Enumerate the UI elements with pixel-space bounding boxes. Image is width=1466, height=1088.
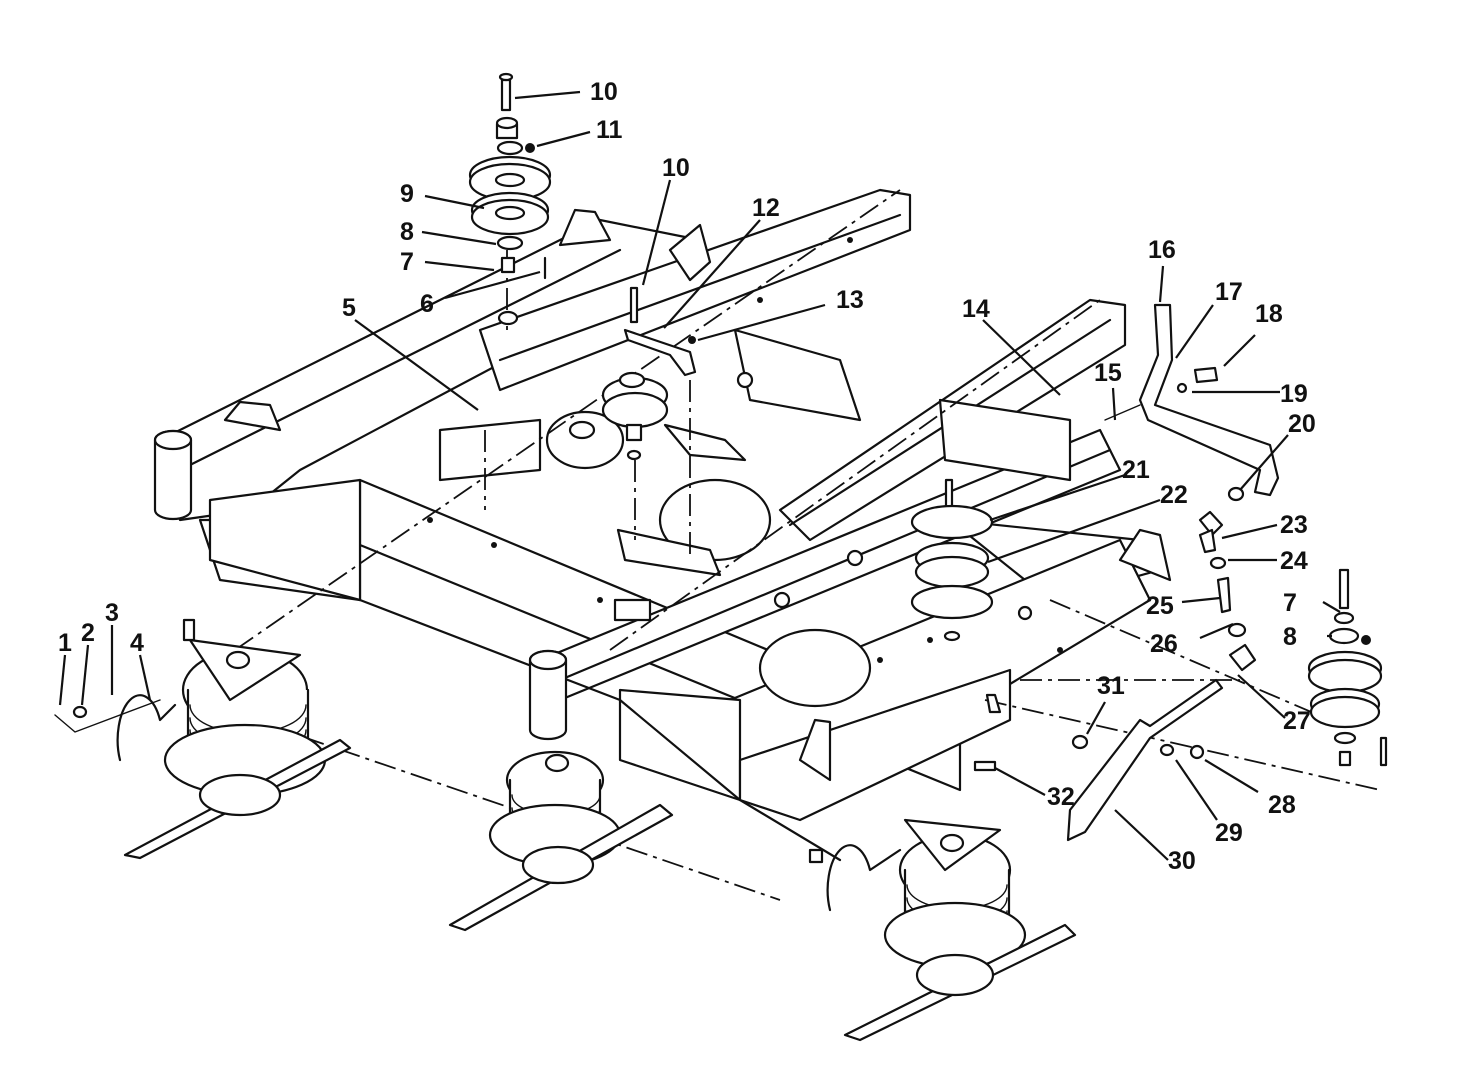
callout-7-right: 7	[1283, 589, 1297, 617]
callout-6: 6	[420, 290, 434, 318]
left-spindle-blade	[54, 618, 352, 860]
callout-31: 31	[1097, 672, 1125, 700]
height-adjust-lever	[973, 303, 1280, 842]
callout-24: 24	[1280, 547, 1308, 575]
callout-19: 19	[1280, 380, 1308, 408]
callout-3: 3	[105, 599, 119, 627]
callout-5: 5	[342, 294, 356, 322]
deck-frame	[153, 188, 1172, 862]
right-idler-pulley	[910, 478, 994, 642]
right-spindle-blade	[808, 818, 1077, 1042]
callout-8-right: 8	[1283, 623, 1297, 651]
callout-17: 17	[1215, 278, 1243, 306]
callout-10-center: 10	[662, 154, 690, 182]
center-lines	[194, 189, 1381, 901]
callout-25: 25	[1146, 592, 1174, 620]
center-idler-pulley	[601, 286, 697, 461]
callout-18: 18	[1255, 300, 1283, 328]
callout-labels: 1 2 3 4 5 6 7 8 9 10 10 11 12 13 14 15 1…	[58, 78, 1316, 875]
callout-23: 23	[1280, 511, 1308, 539]
callout-14: 14	[962, 295, 990, 323]
callout-32: 32	[1047, 783, 1075, 811]
callout-4: 4	[130, 629, 144, 657]
callout-9: 9	[400, 180, 414, 208]
callout-leaders	[58, 90, 1341, 861]
callout-26: 26	[1150, 630, 1178, 658]
callout-22: 22	[1160, 481, 1188, 509]
callout-10-top: 10	[590, 78, 618, 106]
callout-28: 28	[1268, 791, 1296, 819]
callout-29: 29	[1215, 819, 1243, 847]
callout-1: 1	[58, 629, 72, 657]
callout-16: 16	[1148, 236, 1176, 264]
callout-7: 7	[400, 248, 414, 276]
callout-27: 27	[1283, 707, 1311, 735]
center-spindle-blade	[448, 750, 674, 932]
callout-8: 8	[400, 218, 414, 246]
callout-2: 2	[81, 619, 95, 647]
callout-12: 12	[752, 194, 780, 222]
callout-13: 13	[836, 286, 864, 314]
right-pulley-assembly	[1307, 568, 1388, 767]
callout-15: 15	[1094, 359, 1122, 387]
top-pulley-assembly	[468, 72, 552, 326]
callout-21: 21	[1122, 456, 1150, 484]
callout-30: 30	[1168, 847, 1196, 875]
callout-11: 11	[596, 116, 623, 144]
callout-20: 20	[1288, 410, 1316, 438]
